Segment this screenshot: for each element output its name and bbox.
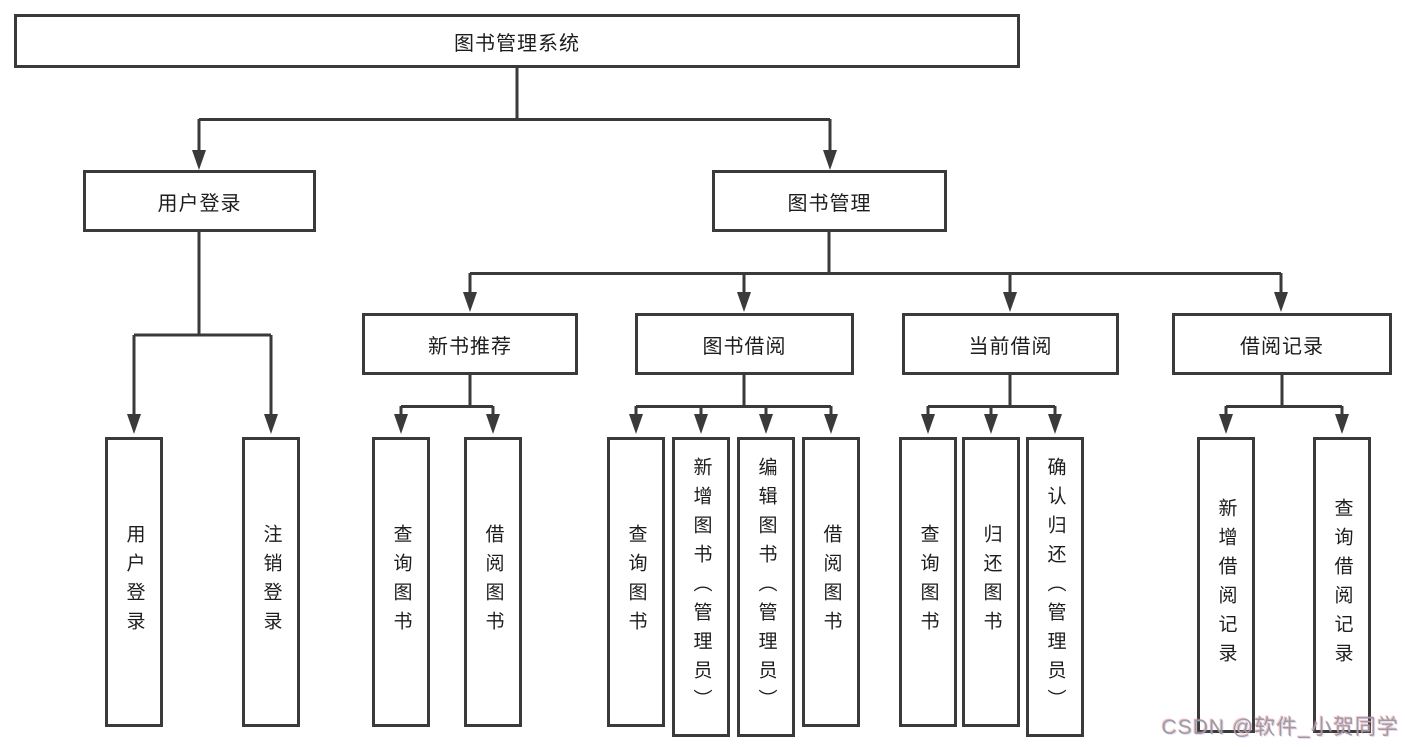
leaf-borrow-books-recommend: 借阅图书 bbox=[464, 437, 522, 727]
leaf-query-books-borrow: 查询图书 bbox=[607, 437, 665, 727]
connector-new-book-recommend-to-leaves bbox=[394, 375, 500, 434]
node-borrow-records: 借阅记录 bbox=[1172, 313, 1392, 375]
leaf-user-login: 用户登录 bbox=[105, 437, 163, 727]
leaf-add-book-admin: 新增图书（管理员） bbox=[672, 437, 730, 737]
connector-book-management-to-level2 bbox=[463, 232, 1288, 312]
csdn-watermark: CSDN @软件_小贺同学 bbox=[1161, 716, 1399, 739]
node-library-system: 图书管理系统 bbox=[14, 14, 1020, 68]
connector-user-login-to-leaves bbox=[127, 232, 278, 434]
connector-book-borrow-to-leaves bbox=[629, 375, 838, 434]
connector-root-to-level1 bbox=[192, 68, 837, 170]
leaf-query-borrow-record: 查询借阅记录 bbox=[1313, 437, 1371, 733]
leaf-return-book: 归还图书 bbox=[962, 437, 1020, 727]
node-new-book-recommend: 新书推荐 bbox=[362, 313, 578, 375]
leaf-query-books-current: 查询图书 bbox=[899, 437, 957, 727]
node-book-borrow: 图书借阅 bbox=[635, 313, 854, 375]
leaf-logout: 注销登录 bbox=[242, 437, 300, 727]
connector-borrow-records-to-leaves bbox=[1219, 375, 1349, 434]
node-user-login: 用户登录 bbox=[83, 170, 316, 232]
leaf-add-borrow-record: 新增借阅记录 bbox=[1197, 437, 1255, 733]
leaf-edit-book-admin: 编辑图书（管理员） bbox=[737, 437, 795, 737]
node-book-management: 图书管理 bbox=[712, 170, 947, 232]
leaf-query-books-recommend: 查询图书 bbox=[372, 437, 430, 727]
leaf-confirm-return-admin: 确认归还（管理员） bbox=[1026, 437, 1084, 737]
leaf-borrow-books: 借阅图书 bbox=[802, 437, 860, 727]
connector-current-borrow-to-leaves bbox=[921, 375, 1062, 434]
node-current-borrow: 当前借阅 bbox=[902, 313, 1119, 375]
